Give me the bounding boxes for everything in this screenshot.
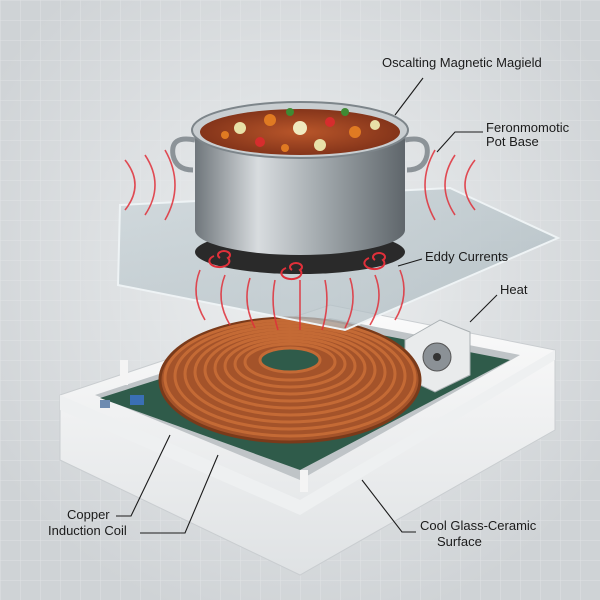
standoff-post <box>120 360 128 385</box>
label-surface-line1: Cool Glass-Ceramic <box>420 518 537 533</box>
magnetic-field-lines <box>124 149 476 331</box>
copper-coil <box>158 316 422 444</box>
label-pot-base-line1: Feronmomotic <box>486 120 570 135</box>
label-coil-line1: Copper <box>67 507 110 522</box>
label-pot-base-line2: Pot Base <box>486 134 539 149</box>
label-coil-line2: Induction Coil <box>48 523 127 538</box>
leader-lines <box>116 77 498 534</box>
label-heat: Heat <box>500 282 528 297</box>
cooling-fan <box>404 319 471 393</box>
standoff-post <box>300 470 308 492</box>
label-eddy-currents: Eddy Currents <box>425 249 509 264</box>
label-surface-line2: Surface <box>437 534 482 549</box>
cooking-pot <box>170 101 430 281</box>
label-magnetic-field: Oscalting Magnetic Magield <box>382 55 542 70</box>
vegetables <box>221 108 380 152</box>
eddy-current-swirls <box>208 250 386 281</box>
